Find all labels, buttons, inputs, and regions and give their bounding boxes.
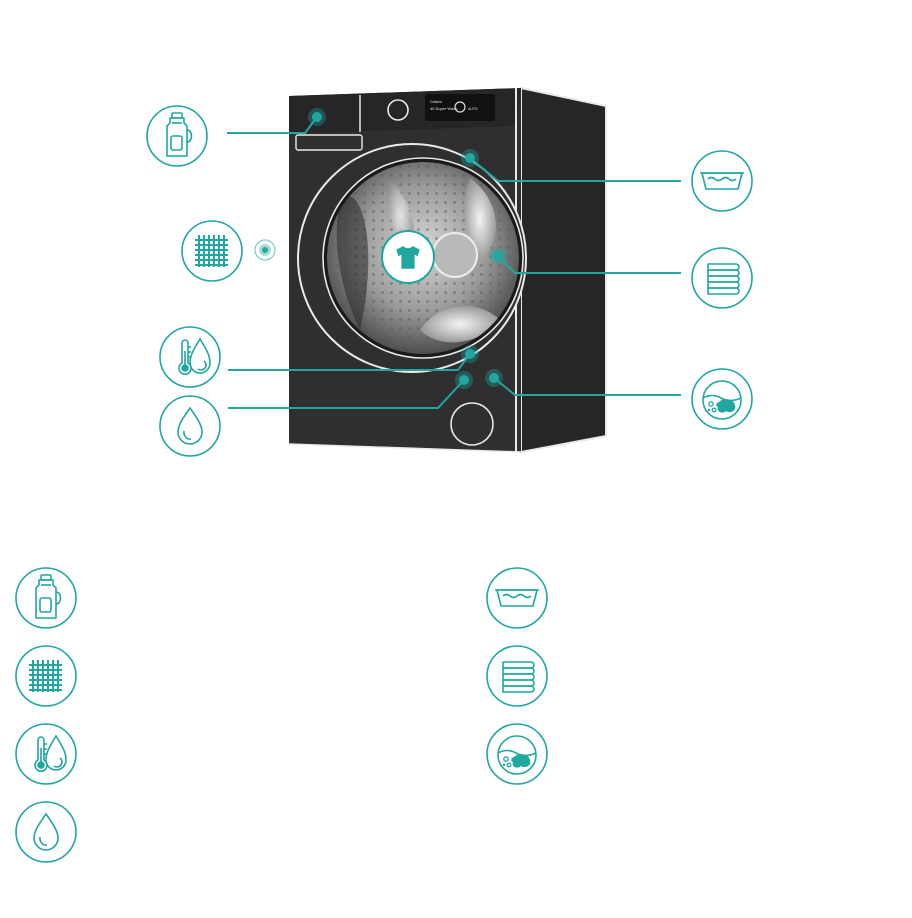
hotspot-water[interactable] <box>455 371 473 389</box>
display-dial-icon <box>454 101 466 113</box>
hotspot-detergent[interactable] <box>308 108 326 126</box>
hotspot-folded[interactable] <box>489 247 507 265</box>
callout-folded[interactable] <box>691 247 753 309</box>
legend-item-basin[interactable] <box>486 567 548 629</box>
legend-item-folded[interactable] <box>486 645 548 707</box>
hotspot-temperature[interactable] <box>461 345 479 363</box>
callout-basin[interactable] <box>691 150 753 212</box>
legend-item-detergent[interactable] <box>15 567 77 629</box>
legend <box>15 567 548 863</box>
callout-line-basin <box>469 157 681 182</box>
callout-detergent[interactable] <box>146 105 208 167</box>
callout-temperature[interactable] <box>159 326 221 388</box>
legend-item-temperature[interactable] <box>15 723 77 785</box>
legend-item-fabric[interactable] <box>15 645 77 707</box>
hotspot-basin[interactable] <box>461 149 479 167</box>
detergent-drawer <box>295 134 363 151</box>
callout-line-detergent <box>227 116 318 134</box>
drum <box>327 162 519 354</box>
callout-line-temperature <box>228 353 471 371</box>
display-line-3: AUTO <box>468 107 478 111</box>
callout-line-folded <box>497 255 681 274</box>
callout-fabric[interactable] <box>181 220 243 282</box>
machine-side-panel <box>520 86 607 454</box>
shirt-badge <box>381 230 435 284</box>
control-display <box>425 94 495 121</box>
hotspot-fabric[interactable] <box>254 239 276 261</box>
legend-left-column <box>15 567 77 863</box>
callout-stain[interactable] <box>691 368 753 430</box>
display-line-2: 40 Super Wash <box>430 106 457 111</box>
callout-line-water <box>228 379 465 409</box>
callout-water[interactable] <box>159 395 221 457</box>
legend-item-water[interactable] <box>15 801 77 863</box>
legend-right-column <box>486 567 548 785</box>
callout-lines <box>227 116 681 409</box>
callout-icons <box>146 105 753 457</box>
program-knob <box>387 99 409 121</box>
legend-item-stain[interactable] <box>486 723 548 785</box>
hotspot-stain[interactable] <box>485 369 503 387</box>
callout-line-stain <box>493 377 681 396</box>
filter-cover <box>450 402 494 446</box>
hotspots <box>254 108 507 389</box>
display-line-1: Cottons <box>430 100 442 104</box>
